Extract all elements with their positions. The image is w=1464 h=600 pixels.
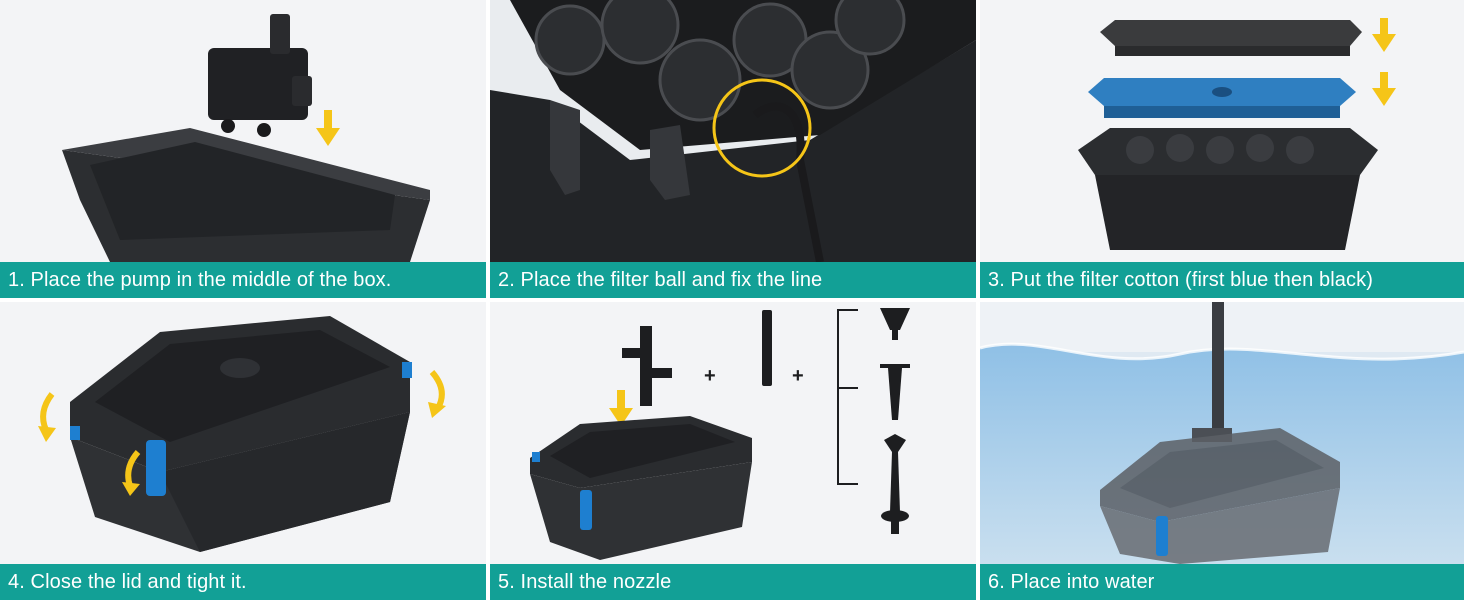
step-6-illustration	[980, 302, 1464, 564]
plus-icon: +	[792, 365, 804, 387]
clip-icon	[146, 440, 166, 496]
step-4-caption: 4. Close the lid and tight it.	[0, 564, 486, 600]
clip-icon	[1156, 516, 1168, 556]
step-6-caption: 6. Place into water	[980, 564, 1464, 600]
step-2-caption: 2. Place the filter ball and fix the lin…	[490, 262, 976, 298]
plus-icon: +	[704, 365, 716, 387]
step-4-illustration	[38, 316, 446, 552]
extension-pipe-icon	[762, 310, 772, 386]
nozzle-head-icon	[880, 364, 910, 420]
step-3-panel: 3. Put the filter cotton (first blue the…	[980, 0, 1464, 298]
highlight-circle-icon	[712, 78, 812, 178]
t-connector-icon	[622, 326, 672, 406]
step-3-illustration	[1078, 18, 1396, 250]
curved-arrow-icon	[428, 370, 446, 418]
step-4-panel: 4. Close the lid and tight it.	[0, 302, 486, 600]
clip-icon	[532, 452, 540, 462]
nozzle-head-icon	[880, 308, 910, 340]
clip-icon	[402, 362, 412, 378]
black-sponge-icon	[1100, 20, 1362, 56]
step-2-illustration	[490, 0, 976, 262]
down-arrow-icon	[1372, 18, 1396, 52]
step-1-panel: 1. Place the pump in the middle of the b…	[0, 0, 486, 298]
step-6-panel: 6. Place into water	[980, 302, 1464, 600]
step-5-panel: + +	[490, 302, 976, 600]
step-2-panel: 2. Place the filter ball and fix the lin…	[490, 0, 976, 298]
curved-arrow-icon	[38, 392, 56, 442]
filter-ball-icon	[534, 0, 906, 122]
closed-filter-box-icon	[530, 416, 752, 560]
pump-icon	[208, 14, 312, 137]
extension-pipe-icon	[1212, 302, 1224, 432]
step-5-illustration: + +	[530, 308, 910, 560]
down-arrow-icon	[316, 110, 340, 146]
filter-box-icon	[1078, 128, 1378, 250]
down-arrow-icon	[1372, 72, 1396, 106]
bracket-icon	[837, 309, 858, 485]
clip-icon	[580, 490, 592, 530]
nozzle-head-icon	[881, 434, 909, 534]
curved-arrow-icon	[122, 450, 141, 496]
closed-filter-box-icon	[70, 316, 410, 552]
blue-sponge-icon	[1088, 78, 1356, 118]
down-arrow-icon	[609, 390, 633, 426]
clip-icon	[70, 426, 80, 440]
step-5-caption: 5. Install the nozzle	[490, 564, 976, 600]
step-3-caption: 3. Put the filter cotton (first blue the…	[980, 262, 1464, 298]
step-1-caption: 1. Place the pump in the middle of the b…	[0, 262, 486, 298]
step-1-illustration	[62, 14, 430, 262]
